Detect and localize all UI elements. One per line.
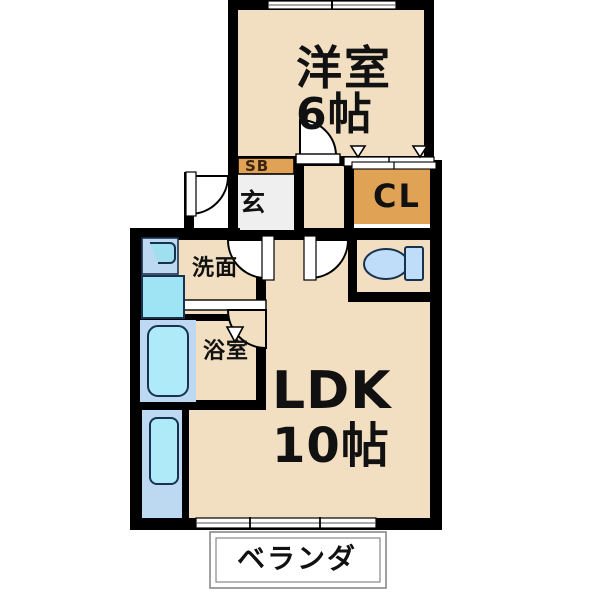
- washbasin-fixture: [141, 237, 179, 275]
- shoe-box-label: SB: [245, 157, 270, 175]
- wall-bedroom-right: [424, 0, 434, 168]
- closet-floor: [352, 168, 438, 224]
- veranda-label: ベランダ: [237, 542, 358, 575]
- bedroom-door-swing[interactable]: [295, 118, 341, 165]
- wall-entry-right: [294, 160, 304, 236]
- bath-vent-marker: [225, 326, 245, 344]
- bathtub-fixture: [140, 320, 196, 402]
- bedroom-label: 洋室: [296, 41, 392, 95]
- wall-bedroom-left: [228, 0, 238, 166]
- ldk-door-swing[interactable]: [181, 299, 267, 350]
- bath-label: 浴室: [203, 339, 250, 364]
- closet-label: CL: [373, 177, 421, 215]
- ldk-label: LDK: [272, 361, 392, 421]
- ldk-floor: [186, 308, 438, 522]
- veranda-sliding-door[interactable]: [195, 517, 377, 529]
- wall-entry-bottom: [184, 230, 302, 240]
- toilet-fixture: [363, 246, 424, 281]
- bedroom-size-label: 6帖: [296, 89, 373, 140]
- toilet-door-swing[interactable]: [303, 235, 350, 281]
- wall-closet-left: [344, 160, 354, 238]
- wall-bath-right: [256, 312, 266, 410]
- entrance-door-swing[interactable]: [185, 171, 230, 217]
- wall-toilet-bottom: [348, 292, 440, 302]
- wall-toilet-left: [348, 236, 357, 300]
- bedroom-window: [267, 0, 397, 10]
- washroom-label: 洗面: [192, 256, 239, 281]
- washroom-door-swing[interactable]: [226, 235, 275, 281]
- veranda-outline: [209, 531, 387, 589]
- wall-kitchen-divider: [182, 410, 189, 522]
- wall-entry-left: [228, 156, 238, 240]
- wall-closet-bottom: [344, 228, 440, 238]
- wall-bath-bottom: [132, 400, 266, 410]
- wall-body-right: [430, 160, 442, 528]
- shoe-box: [237, 157, 295, 175]
- bedroom-floor: [236, 8, 426, 158]
- wall-washroom-bath-divider: [140, 314, 256, 321]
- closet-door-line[interactable]: [351, 161, 437, 170]
- kitchen-sink-fixture: [149, 417, 179, 485]
- entrance-label: 玄: [240, 188, 266, 217]
- wall-body-left: [130, 228, 142, 528]
- washing-machine-space: [141, 275, 185, 319]
- ldk-size-label: 10帖: [272, 418, 390, 474]
